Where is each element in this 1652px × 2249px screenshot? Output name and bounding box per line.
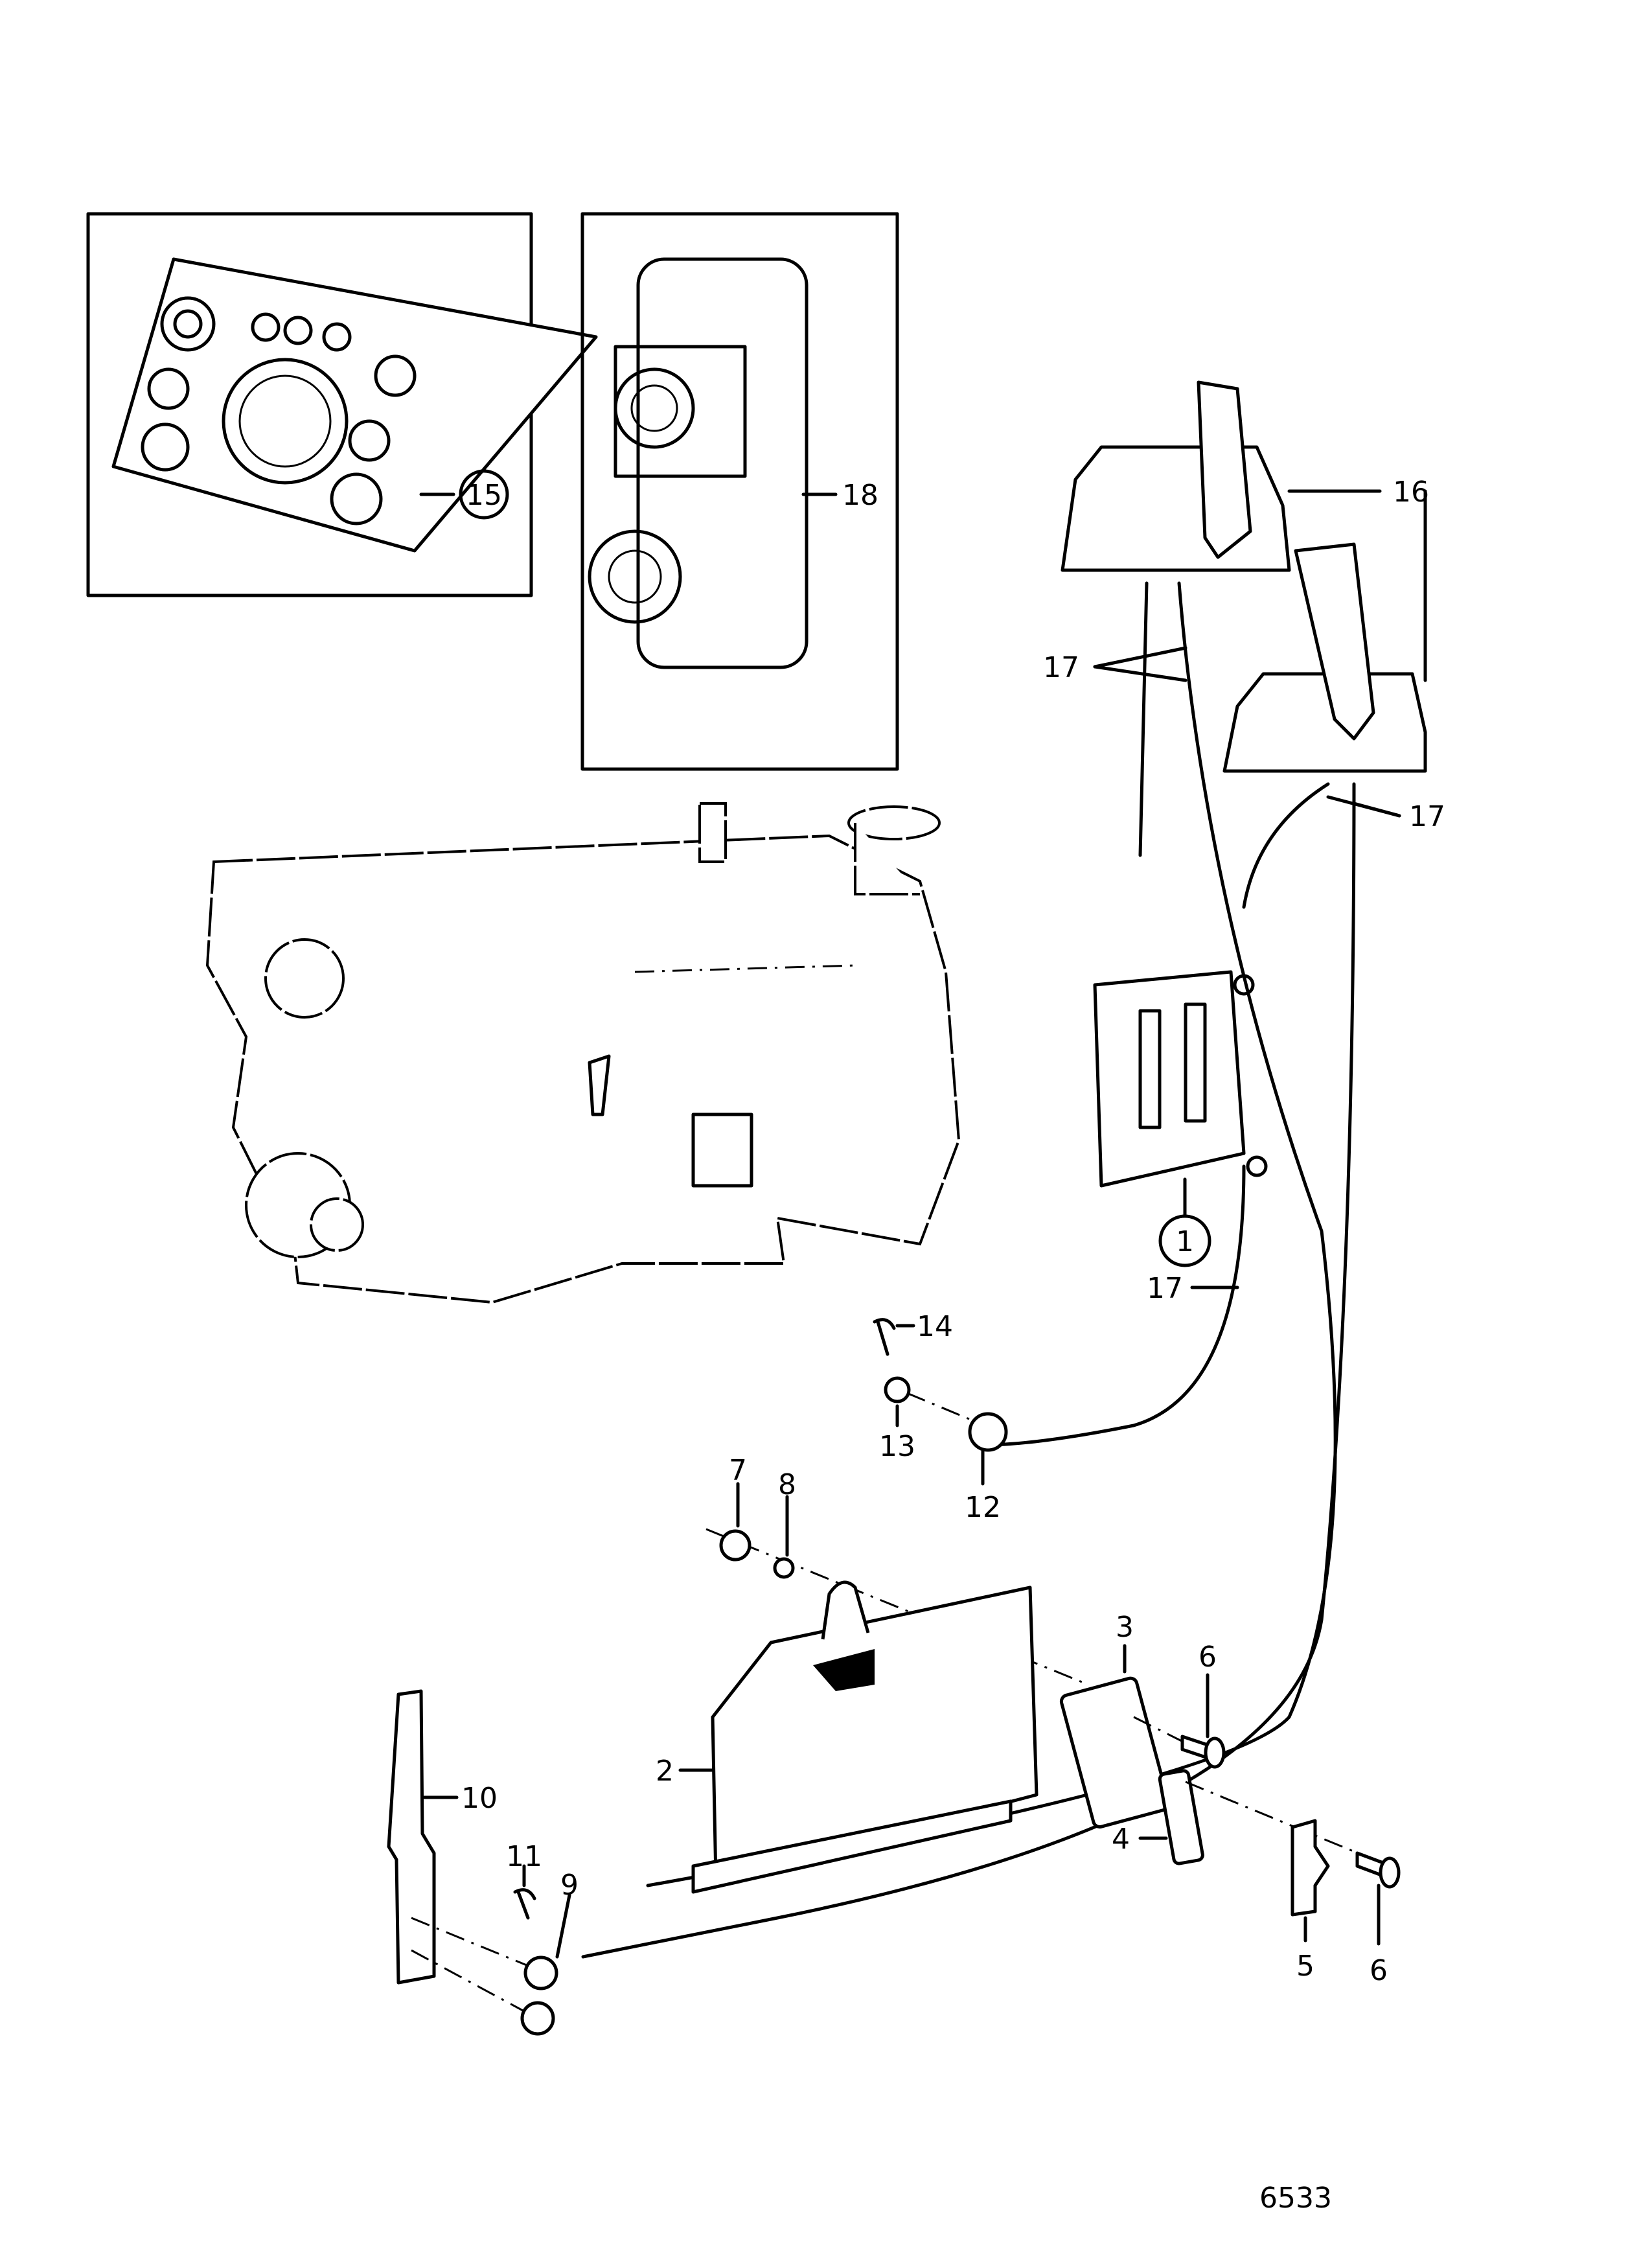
clamp-5 — [1291, 1819, 1330, 1917]
callout-14: 14 — [917, 1310, 953, 1343]
callout-17-junction: 17 — [1147, 1272, 1183, 1305]
clip-14 — [873, 1318, 896, 1356]
callout-17-upper: 17 — [1043, 651, 1079, 684]
callout-6-lower: 6 — [1370, 1954, 1388, 1987]
callout-5: 5 — [1296, 1950, 1314, 1983]
washer-8 — [773, 1557, 795, 1579]
callout-6-upper: 6 — [1199, 1641, 1217, 1674]
callout-11: 11 — [506, 1840, 542, 1873]
callout-10: 10 — [461, 1782, 498, 1815]
plate-4 — [1158, 1769, 1204, 1865]
callout-16-upper: 16 — [1393, 476, 1429, 509]
callout-9: 9 — [560, 1869, 579, 1902]
instrument-panel-inset — [86, 212, 598, 597]
callout-7: 7 — [729, 1454, 747, 1487]
ball-joint-9b — [520, 2001, 555, 2036]
callout-17-lower: 17 — [1409, 800, 1445, 833]
ball-joint-9 — [523, 1955, 558, 1990]
drawing-number: 6533 — [1259, 2182, 1332, 2215]
callout-12: 12 — [965, 1491, 1001, 1524]
bracket-2 — [678, 1580, 1038, 1894]
control-lever-upper — [646, 380, 1382, 1887]
connector-panel-inset — [580, 212, 899, 771]
ball-joint-12 — [968, 1412, 1008, 1452]
bar-10 — [387, 1689, 436, 1985]
nut-7 — [719, 1529, 751, 1562]
control-lever-lower — [581, 489, 1427, 1959]
callout-1: 1 — [1176, 1225, 1194, 1258]
junction-unit — [983, 970, 1268, 1447]
callout-13: 13 — [879, 1430, 915, 1463]
callout-2: 2 — [656, 1755, 674, 1788]
callout-15: 15 — [466, 479, 502, 512]
engine-outline — [205, 802, 961, 1304]
plate-3 — [1059, 1676, 1171, 1829]
callout-3: 3 — [1116, 1611, 1134, 1644]
clip-11 — [513, 1888, 536, 1920]
callout-18: 18 — [842, 479, 878, 512]
callout-4: 4 — [1112, 1823, 1130, 1856]
callout-8: 8 — [778, 1468, 796, 1501]
washer-13 — [884, 1376, 911, 1403]
